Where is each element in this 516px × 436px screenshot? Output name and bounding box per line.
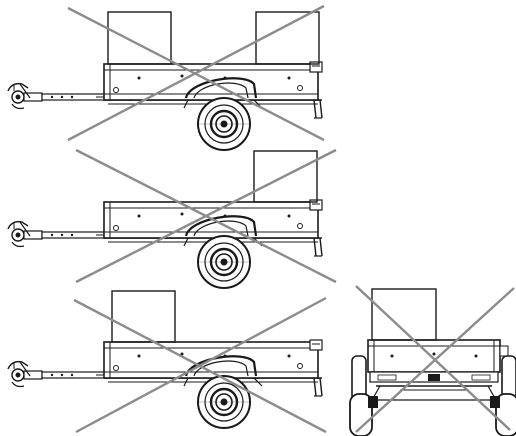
load-box-center xyxy=(371,288,437,341)
cross-line-a xyxy=(355,285,511,431)
trailer-rear-view-load xyxy=(349,285,516,436)
load-box-front xyxy=(111,290,176,343)
trailer-side-view-two-loads xyxy=(6,4,325,152)
load-box-front xyxy=(107,11,172,65)
cross-line-b xyxy=(355,287,515,433)
load-box-rear xyxy=(255,11,320,65)
cross-line-b xyxy=(75,296,327,434)
cross-line-b xyxy=(67,4,325,142)
load-box-rear xyxy=(253,150,318,203)
trailer-side-view-rear-load xyxy=(6,148,337,290)
trailer-side-view-front-load xyxy=(6,290,327,434)
cross-line-b xyxy=(75,148,337,284)
